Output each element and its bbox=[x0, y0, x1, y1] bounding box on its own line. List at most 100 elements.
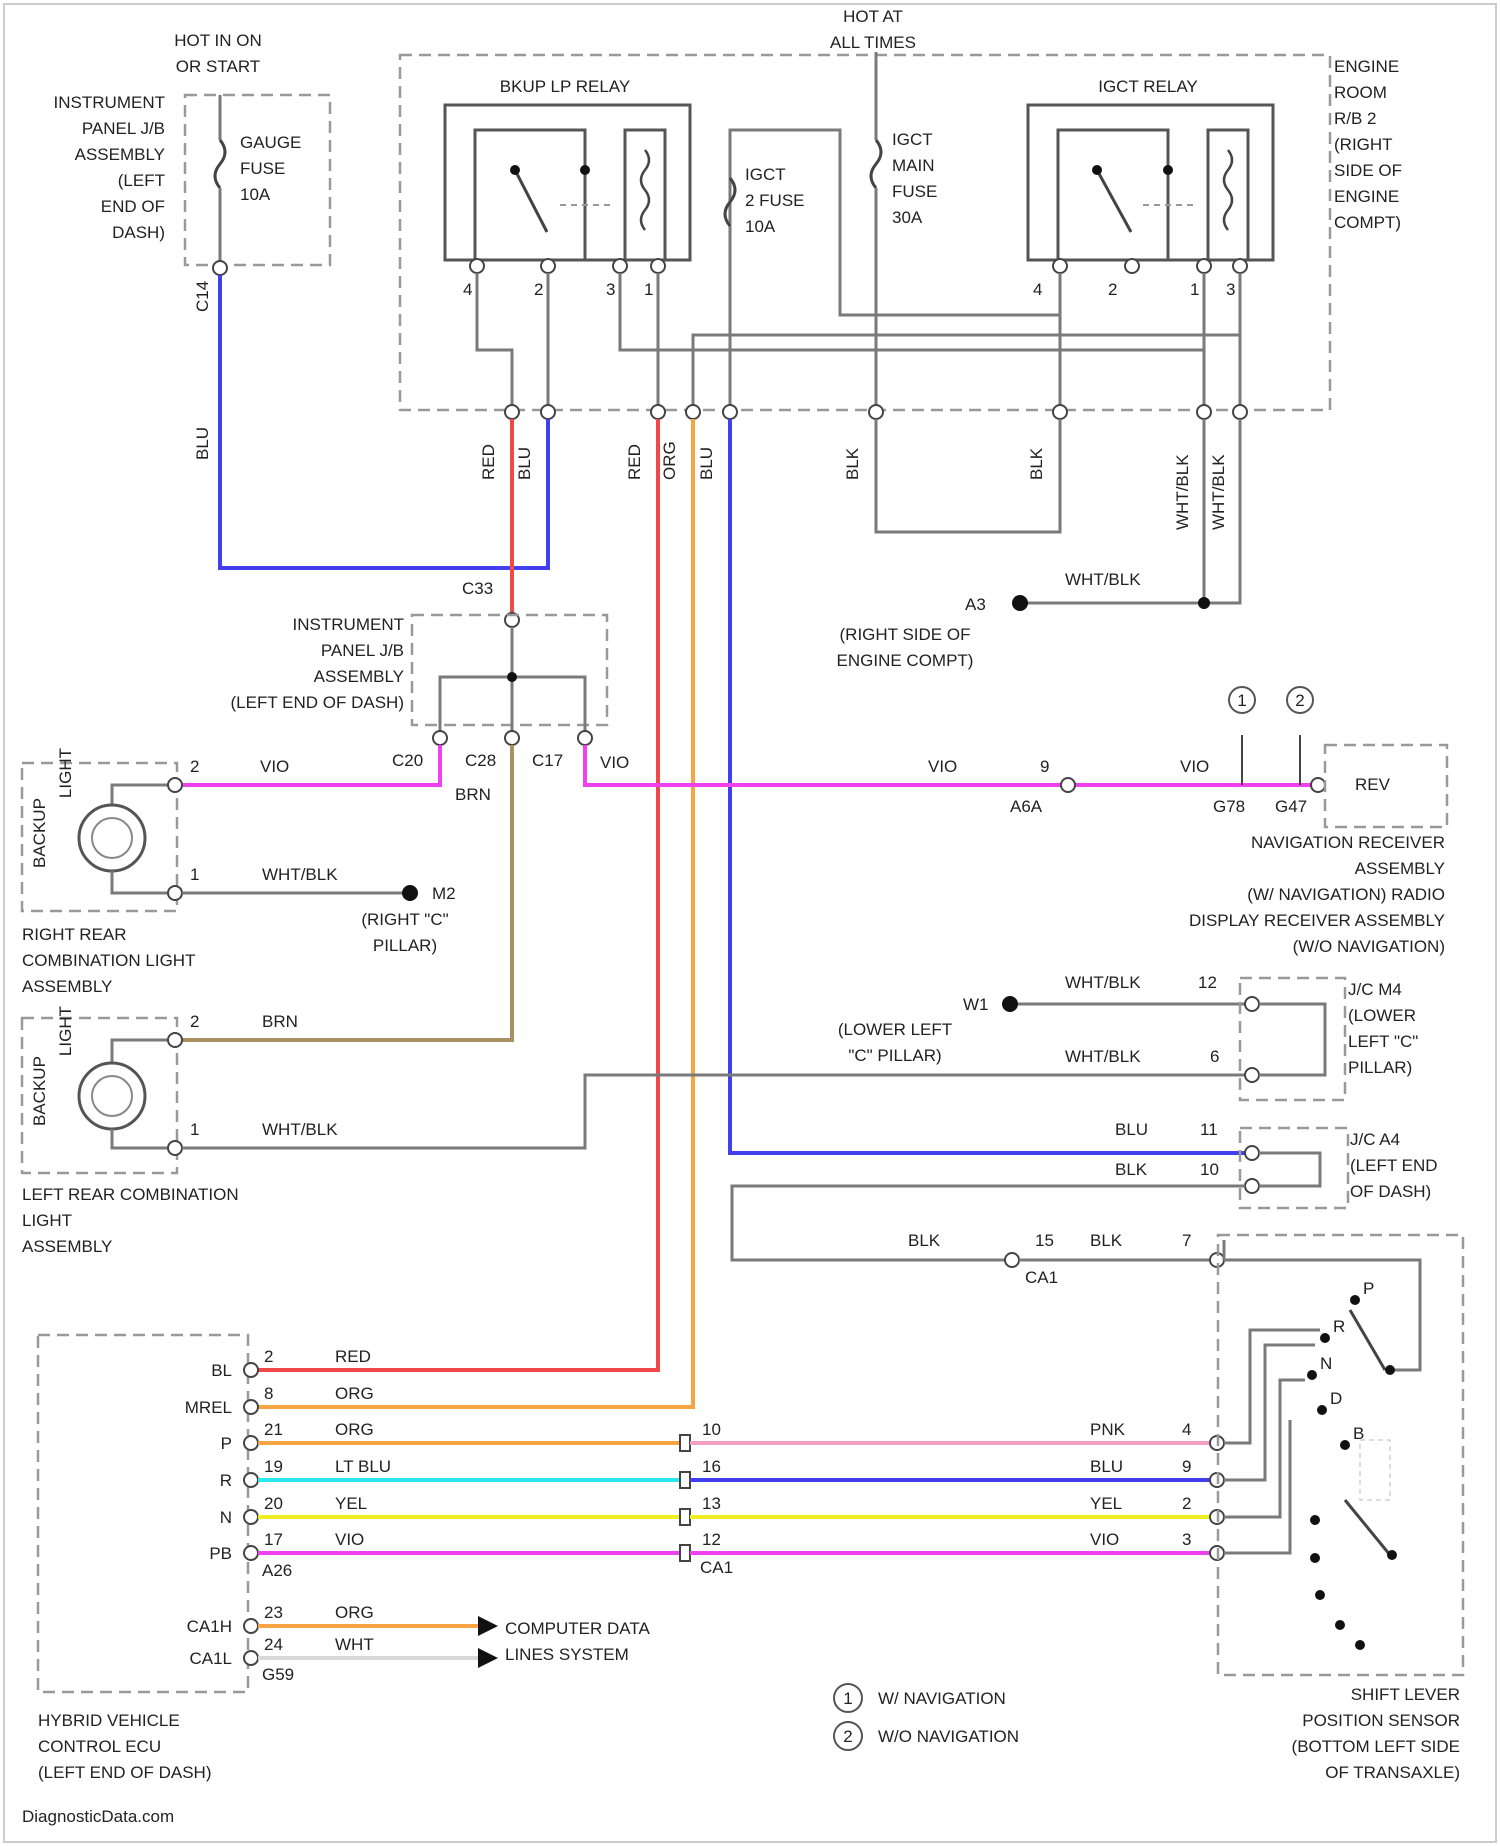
ecu-pin-r bbox=[244, 1473, 258, 1487]
svg-text:BRN: BRN bbox=[262, 1012, 298, 1031]
svg-text:3: 3 bbox=[1226, 280, 1235, 299]
rb-wire-blk1: BLK bbox=[843, 447, 862, 480]
sensor-pin-num: 9 bbox=[1182, 1457, 1191, 1476]
ecu-wire-label: ORG bbox=[335, 1603, 374, 1622]
rb-wire-red2: RED bbox=[625, 444, 644, 480]
ecu-term-pb: PB bbox=[209, 1544, 232, 1563]
ecu-term-r: R bbox=[220, 1471, 232, 1490]
svg-text:1: 1 bbox=[644, 280, 653, 299]
bkup-pin-4 bbox=[470, 259, 484, 273]
svg-text:REV: REV bbox=[1355, 775, 1391, 794]
svg-text:CA1: CA1 bbox=[700, 1558, 733, 1577]
inline-pin-num: 13 bbox=[702, 1494, 721, 1513]
ecu-term-n: N bbox=[220, 1508, 232, 1527]
inline-pin bbox=[680, 1509, 690, 1525]
rr-pin2 bbox=[168, 778, 182, 792]
switch-contact bbox=[1310, 1553, 1320, 1563]
rb-wire-whtblk2: WHT/BLK bbox=[1209, 454, 1228, 530]
svg-text:CA1: CA1 bbox=[1025, 1268, 1058, 1287]
bkup-pin-2 bbox=[541, 259, 555, 273]
ca1-blk-pin bbox=[1005, 1253, 1019, 1267]
svg-text:9: 9 bbox=[1040, 757, 1049, 776]
c28-pin bbox=[505, 731, 519, 745]
svg-text:G47: G47 bbox=[1275, 797, 1307, 816]
svg-text:VIO: VIO bbox=[600, 753, 629, 772]
svg-text:G78: G78 bbox=[1213, 797, 1245, 816]
ecu-pin-num: 2 bbox=[264, 1347, 273, 1366]
svg-text:W/O NAVIGATION: W/O NAVIGATION bbox=[878, 1727, 1019, 1746]
svg-text:2: 2 bbox=[1295, 691, 1304, 710]
bkup-relay-label: BKUP LP RELAY bbox=[500, 77, 630, 96]
blu-left-label: BLU bbox=[193, 427, 212, 460]
ecu-pin-num: 20 bbox=[264, 1494, 283, 1513]
svg-text:2: 2 bbox=[190, 1012, 199, 1031]
svg-text:1: 1 bbox=[843, 1689, 852, 1708]
igct-pin-2 bbox=[1125, 259, 1139, 273]
sensor-wire-label: VIO bbox=[1090, 1530, 1119, 1549]
svg-text:BLU: BLU bbox=[1115, 1120, 1148, 1139]
ecu-pin-num: 23 bbox=[264, 1603, 283, 1622]
ecu-pin-n bbox=[244, 1510, 258, 1524]
igct-pin-4 bbox=[1053, 259, 1067, 273]
switch-position-label: N bbox=[1320, 1354, 1332, 1373]
switch-position-label: R bbox=[1333, 1317, 1345, 1336]
svg-text:3: 3 bbox=[606, 280, 615, 299]
svg-text:15: 15 bbox=[1035, 1231, 1054, 1250]
svg-text:WHT/BLK: WHT/BLK bbox=[262, 1120, 338, 1139]
switch-position-label: D bbox=[1330, 1389, 1342, 1408]
lr-pin2 bbox=[168, 1033, 182, 1047]
svg-text:1: 1 bbox=[1237, 691, 1246, 710]
svg-text:A26: A26 bbox=[262, 1561, 292, 1580]
watermark: DiagnosticData.com bbox=[22, 1807, 174, 1826]
sensor-pin-num: 2 bbox=[1182, 1494, 1191, 1513]
svg-text:W1: W1 bbox=[963, 995, 989, 1014]
switch-contact bbox=[1315, 1590, 1325, 1600]
c14-label: C14 bbox=[193, 281, 212, 312]
svg-text:M2: M2 bbox=[432, 884, 456, 903]
ecu-pin-num: 19 bbox=[264, 1457, 283, 1476]
svg-text:VIO: VIO bbox=[928, 757, 957, 776]
ecu-pin-bl bbox=[244, 1363, 258, 1377]
ecu-pin-num: 21 bbox=[264, 1420, 283, 1439]
ecu-wire-label: RED bbox=[335, 1347, 371, 1366]
svg-text:G59: G59 bbox=[262, 1665, 294, 1684]
inline-pin bbox=[680, 1472, 690, 1488]
switch-contact bbox=[1350, 1295, 1360, 1305]
rev-pin bbox=[1311, 778, 1325, 792]
ecu-pin-num: 24 bbox=[264, 1635, 283, 1654]
switch-contact bbox=[1317, 1405, 1327, 1415]
ground-icon bbox=[402, 885, 418, 901]
svg-text:WHT/BLK: WHT/BLK bbox=[1065, 973, 1141, 992]
ecu-pin-num: 8 bbox=[264, 1384, 273, 1403]
svg-text:2: 2 bbox=[1108, 280, 1117, 299]
a3-wire-label: WHT/BLK bbox=[1065, 570, 1141, 589]
svg-text:C28: C28 bbox=[465, 751, 496, 770]
rb-wire-blu: BLU bbox=[515, 447, 534, 480]
rr-pin1 bbox=[168, 886, 182, 900]
svg-text:WHT/BLK: WHT/BLK bbox=[1065, 1047, 1141, 1066]
rb-wire-org: ORG bbox=[660, 441, 679, 480]
ecu-pin-num: 17 bbox=[264, 1530, 283, 1549]
ecu-wire-label: VIO bbox=[335, 1530, 364, 1549]
ecu-pin-pb bbox=[244, 1546, 258, 1560]
ground-icon bbox=[1002, 996, 1018, 1012]
bkup-pin-1 bbox=[651, 259, 665, 273]
svg-text:12: 12 bbox=[1198, 973, 1217, 992]
igct-pin-3 bbox=[1233, 259, 1247, 273]
sensor-pin-num: 3 bbox=[1182, 1530, 1191, 1549]
inline-pin bbox=[680, 1435, 690, 1451]
rb-wire-red1: RED bbox=[479, 444, 498, 480]
switch-contact bbox=[1310, 1515, 1320, 1525]
switch-contact bbox=[1340, 1440, 1350, 1450]
ecu-wire-label: LT BLU bbox=[335, 1457, 391, 1476]
svg-text:7: 7 bbox=[1182, 1231, 1191, 1250]
ecu-pin-ca1h bbox=[244, 1619, 258, 1633]
ecu-term-mrel: MREL bbox=[185, 1398, 232, 1417]
bkup-pin-3 bbox=[613, 259, 627, 273]
sensor-wire-label: YEL bbox=[1090, 1494, 1122, 1513]
c20-pin bbox=[433, 731, 447, 745]
svg-text:4: 4 bbox=[463, 280, 472, 299]
c33-label: C33 bbox=[462, 579, 493, 598]
svg-text:WHT/BLK: WHT/BLK bbox=[262, 865, 338, 884]
